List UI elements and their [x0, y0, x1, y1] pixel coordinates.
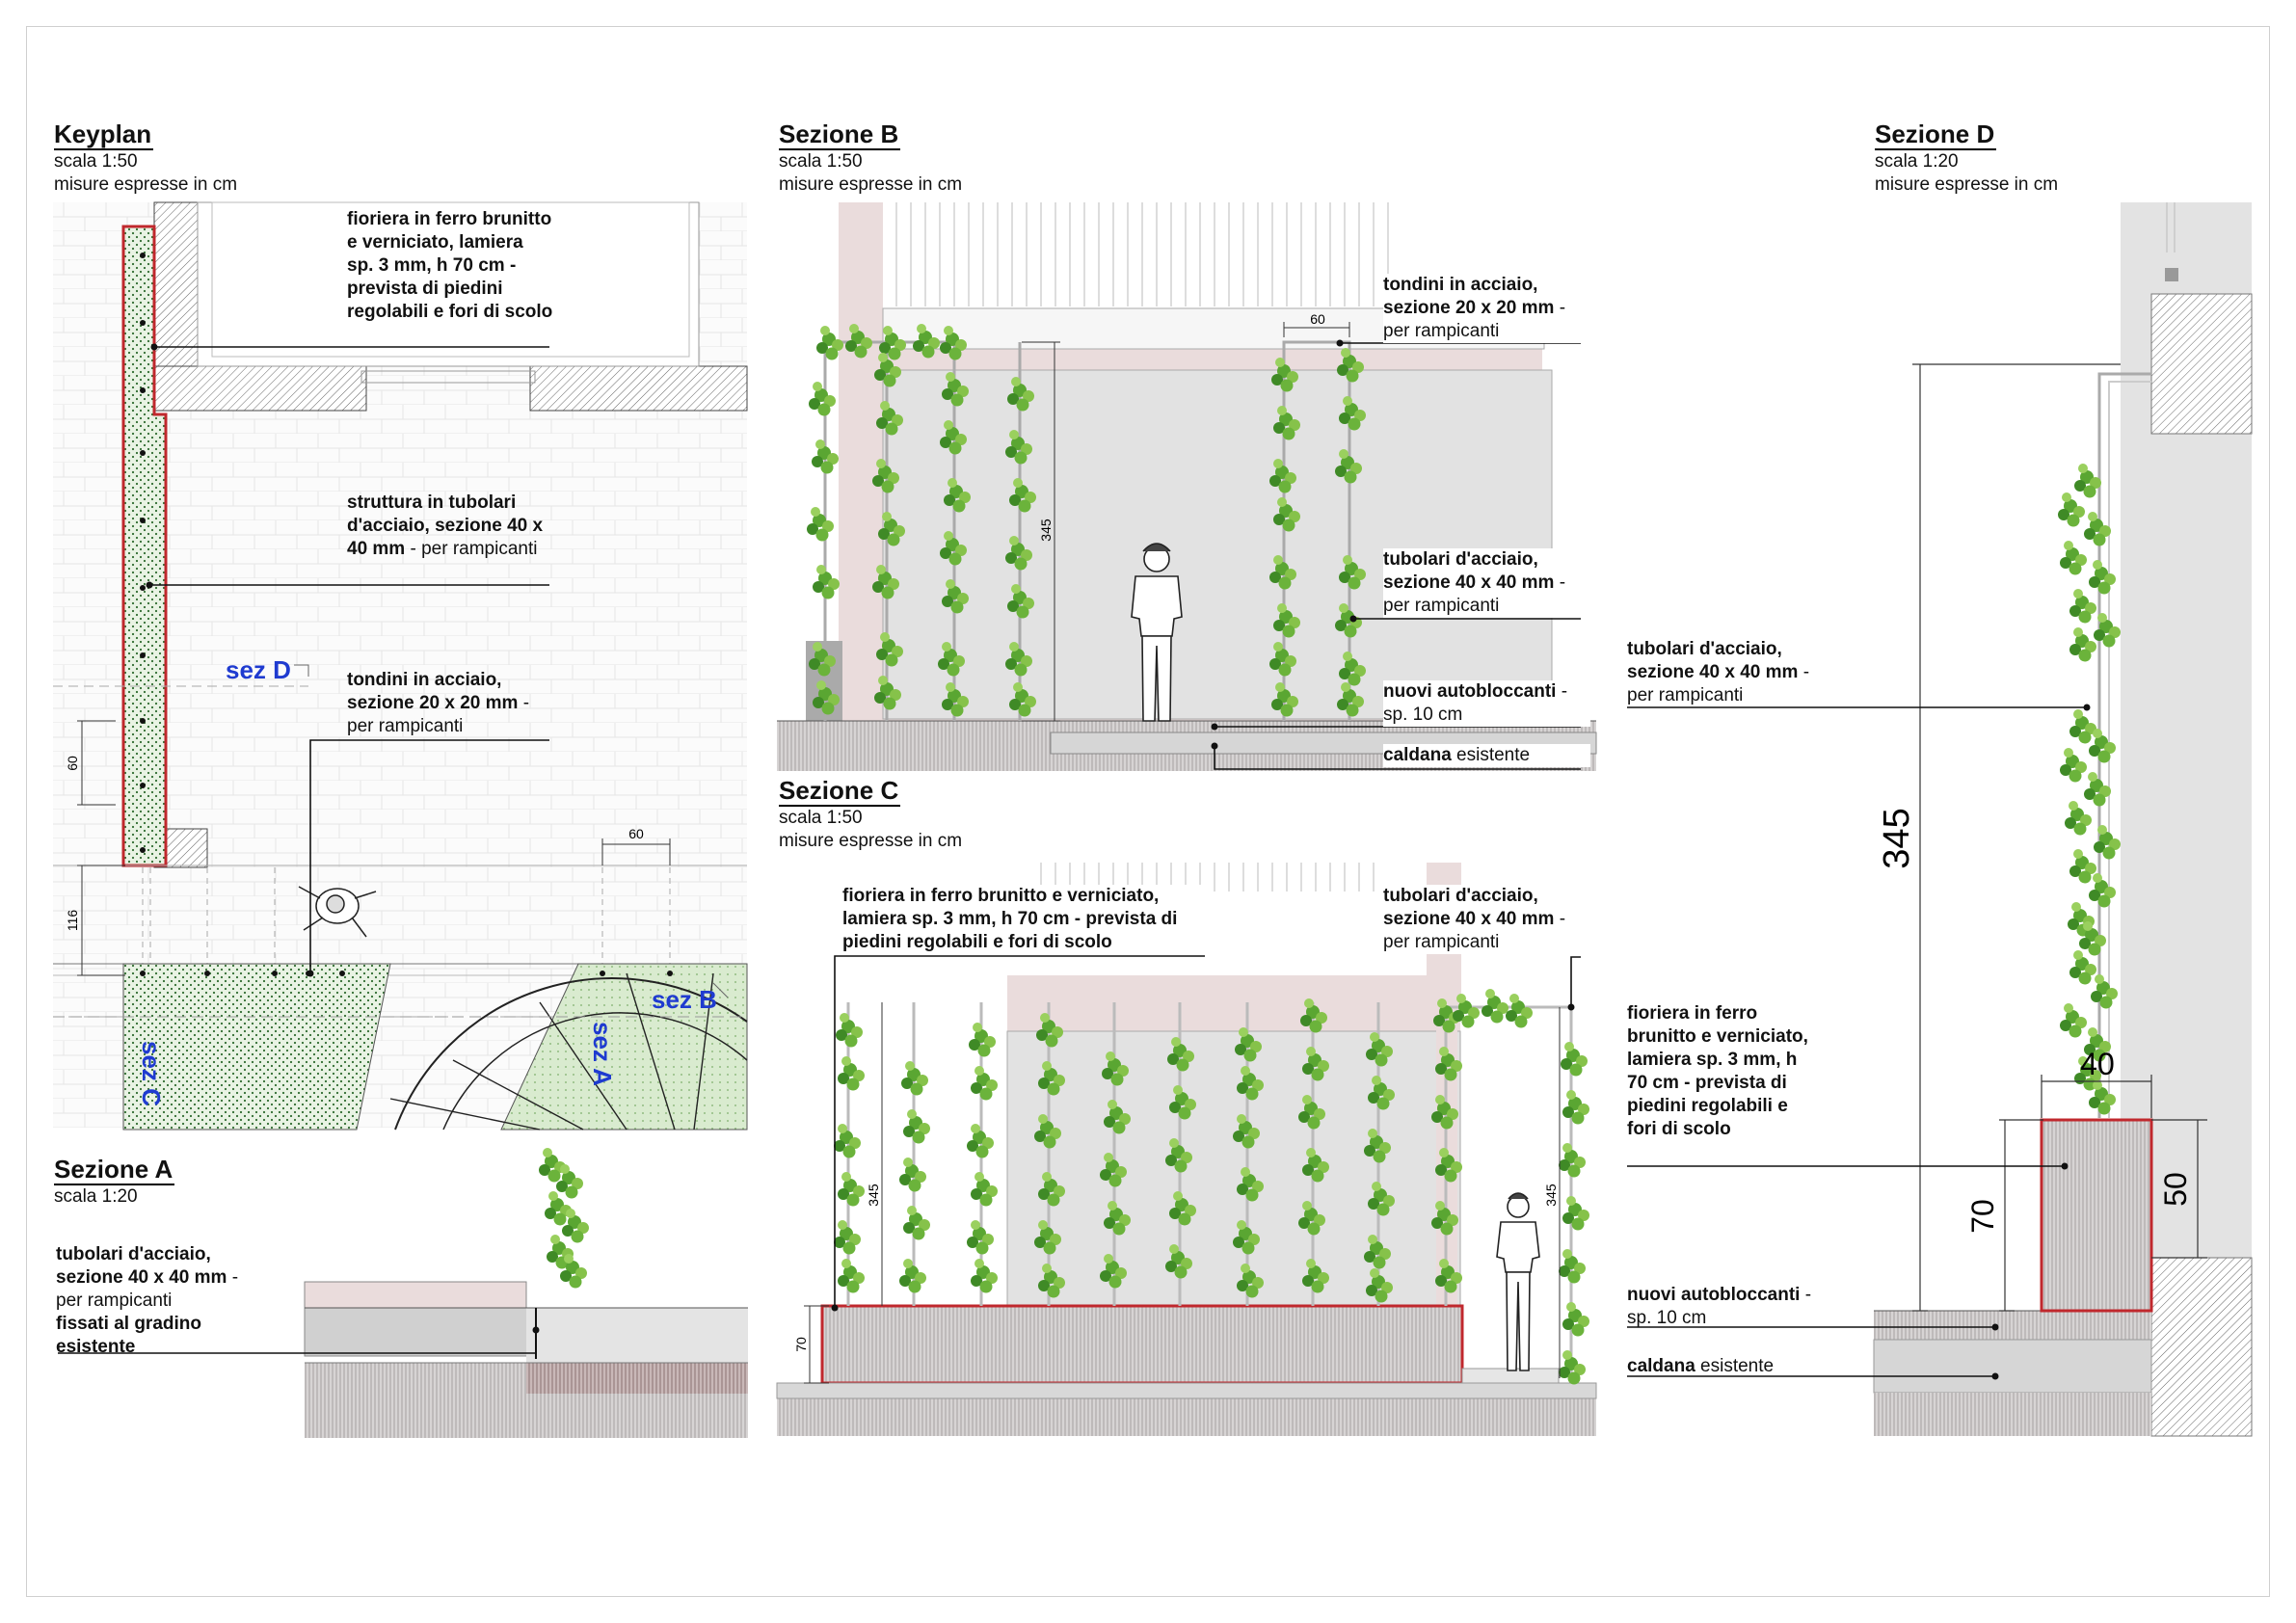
keyplan-person [298, 886, 377, 938]
keyplan-sez-a-label: sez A [588, 1022, 617, 1086]
sezione-b-dim-60: 60 [1310, 311, 1325, 327]
sezione-d-drawing [1627, 202, 2253, 1437]
sezione-b-note-screed: caldana esistente [1383, 744, 1590, 767]
keyplan-note-structure-rest: - per rampicanti [405, 539, 538, 559]
sezione-d-note-pavers-bold: nuovi autobloccanti [1627, 1285, 1801, 1305]
sezione-b-note-rods: tondini in acciaio, sezione 20 x 20 mm -… [1383, 274, 1590, 343]
keyplan-note-planter: fioriera in ferro brunitto e verniciato,… [347, 209, 553, 322]
sezione-d-dim-345: 345 [1877, 808, 1917, 868]
sezione-d-dim-40: 40 [2080, 1047, 2115, 1081]
keyplan-planter-b [500, 963, 748, 1131]
keyplan-units: misure espresse in cm [54, 174, 238, 195]
keyplan-note-rods: tondini in acciaio, sezione 20 x 20 mm -… [347, 669, 554, 738]
sezione-d-note-screed-rest: esistente [1695, 1356, 1775, 1376]
sezione-a-scale: scala 1:20 [54, 1186, 138, 1207]
keyplan-dim-60-horizontal: 60 [628, 826, 644, 841]
sezione-a-note-tubes: tubolari d'acciaio, sezione 40 x 40 mm -… [56, 1243, 258, 1313]
sezione-b-note-screed-rest: esistente [1451, 745, 1531, 765]
sezione-a-note-fixed: fissati al gradino esistente [56, 1314, 201, 1357]
keyplan-scale: scala 1:50 [54, 151, 138, 172]
keyplan-note-rods-bold: tondini in acciaio, sezione 20 x 20 mm [347, 670, 519, 713]
sezione-c-note-tubes-bold: tubolari d'acciaio, sezione 40 x 40 mm [1383, 886, 1555, 929]
keyplan-note-structure: struttura in tubolari d'acciaio, sezione… [347, 492, 549, 561]
sezione-d-note-pavers: nuovi autobloccanti - sp. 10 cm [1627, 1284, 1834, 1330]
sezione-b-note-tubes: tubolari d'acciaio, sezione 40 x 40 mm -… [1383, 548, 1586, 618]
sezione-c-dim-345-right: 345 [1543, 1184, 1559, 1207]
keyplan-sez-d-label: sez D [226, 655, 291, 684]
sezione-b-person [1131, 543, 1183, 722]
sezione-c-dim-345-left: 345 [866, 1184, 881, 1207]
sheet-frame [26, 26, 2270, 1597]
sezione-b-units: misure espresse in cm [779, 174, 963, 195]
sezione-b-scale: scala 1:50 [779, 151, 863, 172]
sezione-d-note-tubes-bold: tubolari d'acciaio, sezione 40 x 40 mm [1627, 639, 1799, 682]
keyplan-note-structure-bold: struttura in tubolari d'acciaio, sezione… [347, 492, 544, 559]
sezione-d-dim-70: 70 [1965, 1199, 2000, 1234]
keyplan-planter-c [122, 963, 391, 1131]
keyplan-dim-116: 116 [65, 910, 80, 932]
sezione-b-note-pavers: nuovi autobloccanti - sp. 10 cm [1383, 680, 1590, 727]
sezione-a-drawing [58, 1148, 748, 1438]
keyplan-sez-b-label: sez B [652, 985, 717, 1014]
sezione-b-dim-345: 345 [1038, 519, 1054, 542]
sezione-d-title: Sezione D [1875, 120, 1997, 150]
sezione-c-dim-70: 70 [793, 1337, 809, 1352]
sezione-b-title: Sezione B [779, 120, 901, 150]
sezione-d-dim-50: 50 [2158, 1172, 2193, 1207]
keyplan-sez-c-label: sez C [137, 1041, 166, 1106]
keyplan-drawing [53, 201, 748, 1131]
sezione-c-note-planter: fioriera in ferro brunitto e verniciato,… [842, 885, 1209, 954]
sezione-b-note-tubes-bold: tubolari d'acciaio, sezione 40 x 40 mm [1383, 549, 1555, 593]
keyplan-note-rods-rest: - per rampicanti [347, 693, 530, 736]
sezione-d-note-planter: fioriera in ferro brunitto e verniciato,… [1627, 1003, 1808, 1139]
sezione-c-units: misure espresse in cm [779, 831, 963, 851]
keyplan-title: Keyplan [54, 120, 154, 150]
sezione-a-note-bold-1: tubolari d'acciaio, sezione 40 x 40 mm [56, 1244, 227, 1288]
sezione-b-note-screed-bold: caldana [1383, 745, 1452, 765]
sezione-c-scale: scala 1:50 [779, 808, 863, 828]
sezione-d-scale: scala 1:20 [1875, 151, 1959, 172]
sezione-d-note-screed-bold: caldana [1627, 1356, 1695, 1376]
sezione-a-title: Sezione A [54, 1155, 175, 1185]
sezione-b-note-rods-bold: tondini in acciaio, sezione 20 x 20 mm [1383, 275, 1555, 318]
sezione-b-note-pavers-rest: - sp. 10 cm [1383, 681, 1568, 725]
sezione-a-note-rest-1: - per rampicanti [56, 1267, 239, 1311]
sezione-d-units: misure espresse in cm [1875, 174, 2059, 195]
sezione-b-drawing [777, 202, 1597, 771]
sezione-c-person [1496, 1192, 1540, 1371]
sezione-d-note-tubes-rest: - per rampicanti [1627, 662, 1810, 705]
sezione-b-note-rods-rest: - per rampicanti [1383, 298, 1566, 341]
sezione-c-note-tubes: tubolari d'acciaio, sezione 40 x 40 mm -… [1383, 885, 1581, 954]
sezione-c-title: Sezione C [779, 776, 901, 807]
sezione-b-note-pavers-bold: nuovi autobloccanti [1383, 681, 1557, 702]
sezione-c-note-tubes-rest: - per rampicanti [1383, 909, 1566, 952]
sezione-d-note-screed: caldana esistente [1627, 1355, 1834, 1378]
sezione-d-note-pavers-rest: - sp. 10 cm [1627, 1285, 1812, 1328]
sezione-c-drawing [776, 863, 1597, 1436]
sezione-b-note-tubes-rest: - per rampicanti [1383, 572, 1566, 616]
sezione-d-note-tubes: tubolari d'acciaio, sezione 40 x 40 mm -… [1627, 638, 1834, 707]
keyplan-dim-60-vertical: 60 [65, 756, 80, 771]
